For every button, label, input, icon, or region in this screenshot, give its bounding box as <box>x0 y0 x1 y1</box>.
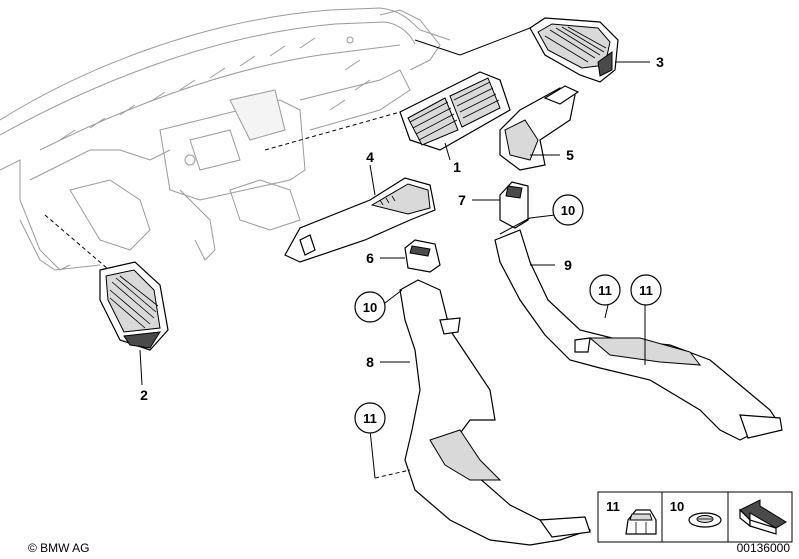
expansion-rivet-icon <box>688 512 722 528</box>
callout-1: 1 <box>453 159 461 175</box>
callout-7: 7 <box>458 192 466 208</box>
callout-9: 9 <box>564 257 572 273</box>
part-6-connector <box>404 239 441 273</box>
leader-11a <box>604 304 609 319</box>
dashboard-leaders <box>44 27 531 276</box>
callout-10b: 10 <box>363 300 377 315</box>
part-1-center-vent <box>399 71 511 151</box>
callout-10a-circle: 10 <box>552 194 584 226</box>
leader-11c <box>369 429 376 479</box>
leader-10a <box>529 214 556 219</box>
callout-11b-circle: 11 <box>630 274 662 306</box>
leader-4 <box>369 164 376 196</box>
copyright-text: © BMW AG <box>28 541 90 555</box>
leader-1 <box>444 142 451 161</box>
callout-5: 5 <box>566 147 574 163</box>
legend-item-10: 10 <box>661 491 729 543</box>
clip-nut-icon <box>625 509 657 535</box>
part-3-right-vent <box>529 17 619 83</box>
legend-item-11: 11 <box>597 491 663 543</box>
legend-10-label: 10 <box>670 499 684 514</box>
part-5-duct-elbow <box>499 85 580 171</box>
callout-10b-circle: 10 <box>354 291 386 323</box>
part-8-lower-duct <box>399 279 592 546</box>
callout-11a-circle: 11 <box>589 274 621 306</box>
legend-arrow-box <box>727 491 793 543</box>
callout-8: 8 <box>366 354 374 370</box>
callout-10a: 10 <box>561 203 575 218</box>
callout-11c: 11 <box>363 411 377 426</box>
leader-10a-b <box>499 217 531 235</box>
part-7-connector <box>499 181 529 229</box>
leader-2 <box>139 349 143 386</box>
callout-4: 4 <box>366 149 374 165</box>
part-4-left-duct <box>284 177 436 263</box>
arrow-icon <box>739 499 787 535</box>
part-9-right-duct <box>494 229 783 441</box>
callout-2: 2 <box>140 387 148 403</box>
callout-3: 3 <box>656 54 664 70</box>
callout-11b: 11 <box>639 283 653 298</box>
callout-11a: 11 <box>598 283 612 298</box>
dashboard-outline <box>0 7 451 271</box>
diagram-number: 00136000 <box>737 541 791 555</box>
callout-11c-circle: 11 <box>354 402 386 434</box>
part-2-left-vent <box>99 261 169 351</box>
leader-11c-dash <box>374 469 411 479</box>
leader-10b <box>384 289 403 304</box>
legend-11-label: 11 <box>606 499 620 514</box>
callout-6: 6 <box>366 250 374 266</box>
